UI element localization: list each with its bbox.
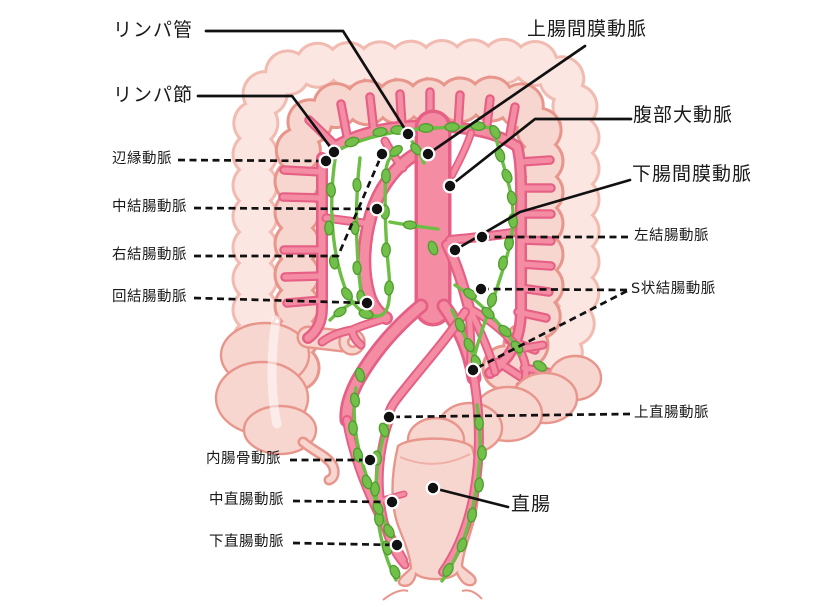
leader-superior-mesenteric-artery [426,44,587,156]
cecum [214,315,318,456]
label-marginal-artery: 辺縁動脈 [112,151,172,167]
leader-dots [318,126,490,553]
label-superior-mesenteric-artery: 上腸間膜動脈 [527,18,648,40]
lymph-nodes [324,121,548,580]
leader-superior-rectal-artery [388,412,631,419]
leader-sigmoid-arteries-2 [472,289,628,372]
leader-rectum [431,486,510,509]
label-middle-colic-artery: 中結腸動脈 [112,199,187,215]
leader-lymph-node [196,94,336,154]
label-internal-iliac-artery: 内腸骨動脈 [206,451,281,467]
leader-inferior-rectal-artery [292,541,398,547]
leader-lymph-vessel [204,29,410,136]
label-lymph-vessel: リンパ管 [113,19,194,41]
leader-marginal-artery [177,158,327,163]
label-abdominal-aorta: 腹部大動脈 [633,104,734,126]
label-ileocolic-artery: 回結腸動脈 [112,289,187,305]
leader-middle-colic-artery [193,206,378,211]
label-sigmoid-arteries: S状結腸動脈 [631,281,716,297]
label-superior-rectal-artery: 上直腸動脈 [634,405,709,421]
leader-middle-rectal-artery [292,499,393,504]
leader-right-colic-artery [194,153,384,258]
label-middle-rectal-artery: 中直腸動脈 [209,492,284,508]
label-inferior-rectal-artery: 下直腸動脈 [209,534,284,550]
leader-ileocolic-artery [193,296,368,305]
label-inferior-mesenteric-artery: 下腸間膜動脈 [632,163,753,185]
leader-abdominal-aorta [448,117,633,188]
label-right-colic-artery: 右結腸動脈 [112,247,187,263]
label-lymph-node: リンパ節 [113,84,194,106]
label-left-colic-artery: 左結腸動脈 [634,228,709,244]
leader-lines [177,29,633,553]
leader-sigmoid-arteries-1 [480,287,628,292]
label-rectum: 直腸 [511,493,552,515]
